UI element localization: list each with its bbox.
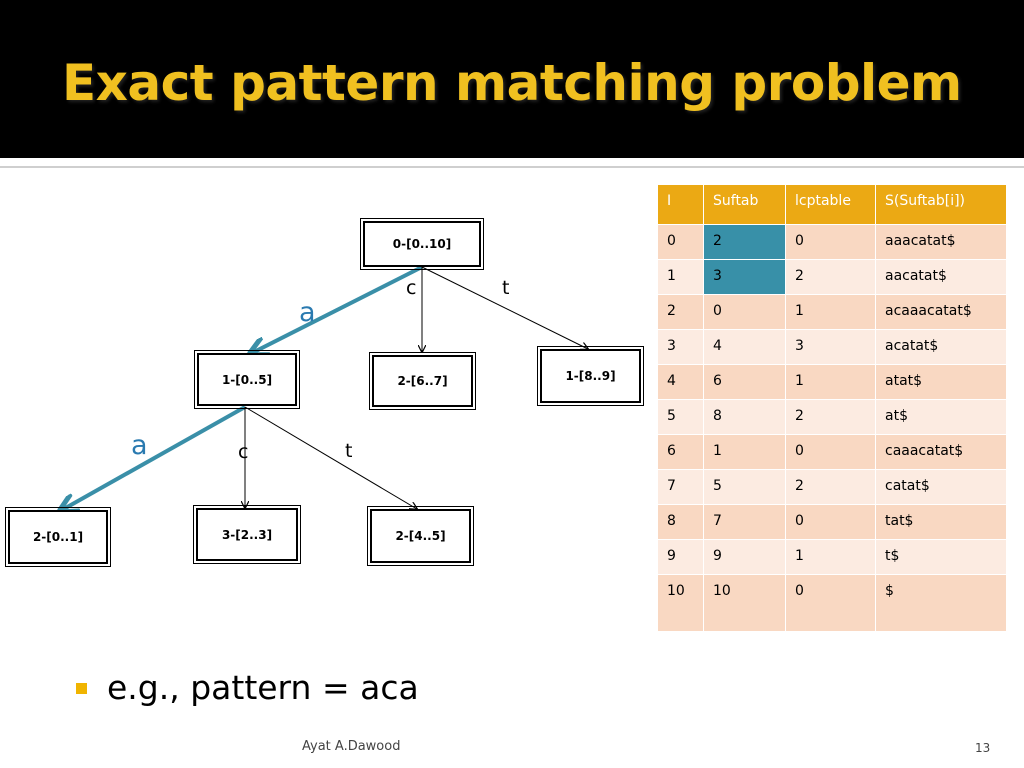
cell-i: 7 [657, 469, 704, 505]
cell-suffix: aacatat$ [875, 259, 1007, 295]
cell-i: 10 [657, 574, 704, 632]
cell-suftab: 1 [703, 434, 786, 470]
table-row: 2 0 1 acaaacatat$ [657, 294, 1007, 330]
edge-label-n1-c: c [238, 441, 249, 463]
cell-suftab: 8 [703, 399, 786, 435]
cell-suffix: at$ [875, 399, 1007, 435]
footer-author: Ayat A.Dawood [302, 739, 401, 754]
cell-suftab: 10 [703, 574, 786, 632]
table-row: 5 8 2 at$ [657, 399, 1007, 435]
table-row: 0 2 0 aaacatat$ [657, 224, 1007, 260]
cell-lcp: 2 [785, 469, 876, 505]
tree-node-t1: 1-[8..9] [537, 346, 644, 406]
cell-lcp: 3 [785, 329, 876, 365]
cell-suffix: acatat$ [875, 329, 1007, 365]
cell-i: 3 [657, 329, 704, 365]
cell-lcp: 0 [785, 434, 876, 470]
cell-lcp: 1 [785, 364, 876, 400]
cell-i: 5 [657, 399, 704, 435]
cell-lcp: 0 [785, 224, 876, 260]
table-header-row: I Suftab lcptable S(Suftab[i]) [657, 184, 1007, 225]
cell-suffix: catat$ [875, 469, 1007, 505]
cell-suftab: 5 [703, 469, 786, 505]
cell-lcp: 2 [785, 399, 876, 435]
title-bar: Exact pattern matching problem [0, 0, 1024, 158]
header-i: I [657, 184, 704, 225]
bullet-marker-icon [76, 683, 87, 694]
cell-suftab-highlighted: 2 [703, 224, 786, 260]
table-row: 8 7 0 tat$ [657, 504, 1007, 540]
edge-label-root-t: t [502, 277, 510, 299]
edge-label-root-c: c [406, 277, 417, 299]
cell-suftab: 7 [703, 504, 786, 540]
header-suffix: S(Suftab[i]) [875, 184, 1007, 225]
edge-root-a [252, 265, 423, 353]
table-row: 3 4 3 acatat$ [657, 329, 1007, 365]
edge-label-root-a: a [299, 297, 316, 328]
header-suftab: Suftab [703, 184, 786, 225]
tree-node-a1: 1-[0..5] [194, 350, 300, 409]
cell-lcp: 1 [785, 539, 876, 575]
edge-label-n1-t: t [345, 440, 353, 462]
cell-suffix: acaaacatat$ [875, 294, 1007, 330]
cell-i: 1 [657, 259, 704, 295]
cell-i: 4 [657, 364, 704, 400]
cell-suffix: tat$ [875, 504, 1007, 540]
enhanced-suffix-array-table: I Suftab lcptable S(Suftab[i]) 0 2 0 aaa… [657, 184, 1007, 632]
cell-lcp: 2 [785, 259, 876, 295]
cell-i: 0 [657, 224, 704, 260]
tree-node-c1: 2-[6..7] [369, 352, 476, 410]
cell-i: 2 [657, 294, 704, 330]
edge-n1-a [62, 405, 246, 510]
slide-number: 13 [975, 741, 991, 755]
tree-node-c2: 3-[2..3] [193, 505, 301, 564]
cell-suftab: 9 [703, 539, 786, 575]
table-row: 9 9 1 t$ [657, 539, 1007, 575]
table-row: 4 6 1 atat$ [657, 364, 1007, 400]
tree-node-root: 0-[0..10] [360, 218, 484, 270]
cell-suftab: 4 [703, 329, 786, 365]
bullet-text: e.g., pattern = aca [107, 668, 419, 707]
tree-node-a2: 2-[0..1] [5, 507, 111, 567]
header-lcptable: lcptable [785, 184, 876, 225]
cell-suftab: 0 [703, 294, 786, 330]
tree-node-t2: 2-[4..5] [367, 506, 474, 566]
cell-suffix: aaacatat$ [875, 224, 1007, 260]
table-row: 7 5 2 catat$ [657, 469, 1007, 505]
cell-i: 6 [657, 434, 704, 470]
cell-suffix: atat$ [875, 364, 1007, 400]
cell-suffix: t$ [875, 539, 1007, 575]
cell-suffix: $ [875, 574, 1007, 632]
edge-n1-t [244, 406, 417, 509]
cell-suftab-highlighted: 3 [703, 259, 786, 295]
table-row: 10 10 0 $ [657, 574, 1007, 632]
cell-lcp: 1 [785, 294, 876, 330]
title-divider [0, 166, 1024, 168]
edge-label-n1-a: a [131, 430, 148, 461]
cell-lcp: 0 [785, 504, 876, 540]
table-row: 6 1 0 caaacatat$ [657, 434, 1007, 470]
cell-i: 9 [657, 539, 704, 575]
table-row: 1 3 2 aacatat$ [657, 259, 1007, 295]
edge-root-t [421, 266, 588, 349]
cell-suffix: caaacatat$ [875, 434, 1007, 470]
cell-i: 8 [657, 504, 704, 540]
slide-title: Exact pattern matching problem [62, 54, 962, 112]
cell-suftab: 6 [703, 364, 786, 400]
cell-lcp: 0 [785, 574, 876, 632]
